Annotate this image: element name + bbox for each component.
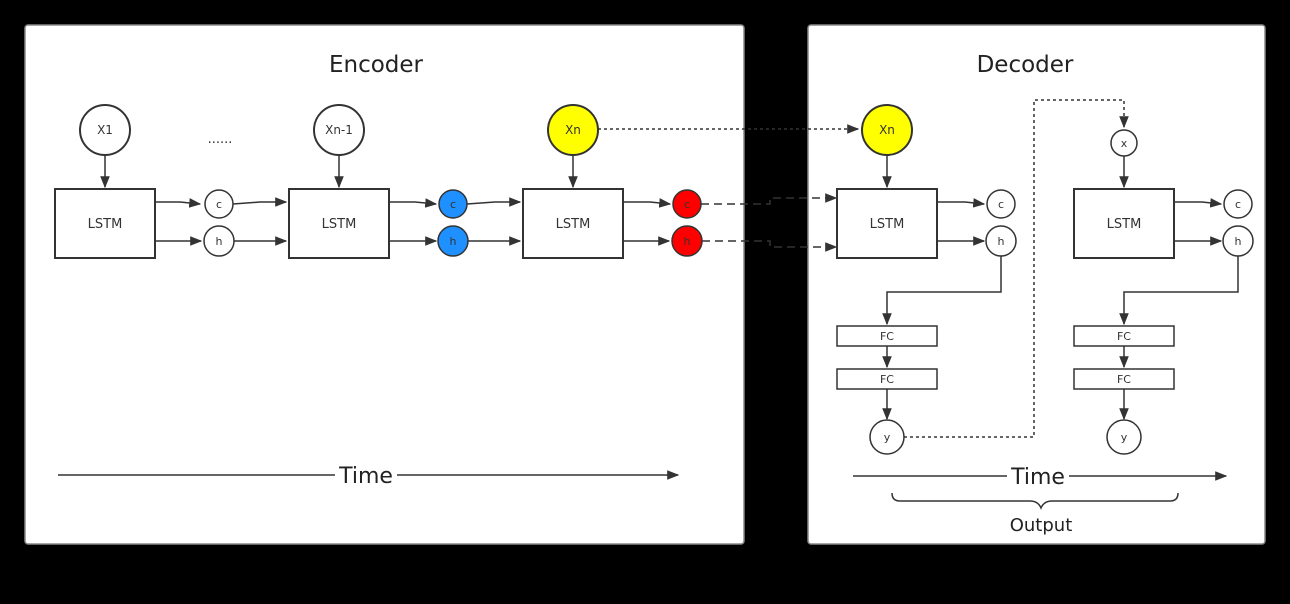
- svg-text:LSTM: LSTM: [556, 217, 591, 232]
- decoder-output-y-2: y: [1106, 419, 1142, 455]
- encoder-title: Encoder: [329, 52, 424, 78]
- svg-text:c: c: [216, 198, 222, 211]
- dotted-feedback-connector: [904, 99, 1129, 438]
- arrow: [623, 198, 672, 208]
- arrow: [232, 197, 288, 207]
- decoder-title: Decoder: [977, 52, 1074, 78]
- decoder-fc-3: FC: [1073, 325, 1175, 347]
- decoder-lstm-1: LSTM: [836, 188, 938, 259]
- decoder-panel: [807, 24, 1266, 545]
- arrow: [882, 256, 1002, 326]
- encoder-cell-state-2: c: [438, 189, 468, 219]
- dashed-connector-cell: [701, 193, 838, 205]
- svg-text:FC: FC: [880, 330, 894, 343]
- encoder-cell-state-1: c: [204, 189, 234, 219]
- decoder-fc-2: FC: [836, 368, 938, 390]
- encoder-time-label: Time: [338, 464, 393, 489]
- decoder-fc-4: FC: [1073, 368, 1175, 390]
- svg-text:Xn: Xn: [565, 123, 581, 137]
- svg-text:c: c: [450, 198, 456, 211]
- decoder-cell-state-2: c: [1223, 189, 1253, 219]
- svg-text:h: h: [684, 235, 691, 248]
- svg-text:Xn: Xn: [879, 123, 895, 137]
- decoder-fc-1: FC: [836, 325, 938, 347]
- arrow: [1174, 198, 1223, 208]
- output-brace: [891, 492, 1179, 510]
- arrow: [389, 198, 438, 208]
- encoder-input-x1: X1: [79, 104, 131, 156]
- ellipsis: ......: [208, 132, 233, 147]
- decoder-hidden-state-1: h: [985, 225, 1017, 257]
- svg-text:h: h: [216, 235, 223, 248]
- encoder-lstm-1: LSTM: [54, 188, 156, 259]
- decoder-lstm-2: LSTM: [1073, 188, 1175, 259]
- arrow: [466, 197, 522, 207]
- svg-text:c: c: [1235, 198, 1241, 211]
- decoder-cell-state-1: c: [986, 189, 1016, 219]
- encoder-hidden-state-1: h: [203, 225, 235, 257]
- svg-text:y: y: [1121, 431, 1128, 444]
- arrow: [155, 198, 202, 208]
- svg-text:Xn-1: Xn-1: [325, 123, 353, 137]
- encoder-hidden-state-final: h: [671, 225, 703, 257]
- arrow: [1119, 256, 1239, 326]
- output-label: Output: [1010, 515, 1073, 536]
- decoder-output-y-1: y: [869, 419, 905, 455]
- svg-text:LSTM: LSTM: [870, 217, 905, 232]
- encoder-lstm-3: LSTM: [522, 188, 624, 259]
- encoder-input-xn-1: Xn-1: [313, 104, 365, 156]
- svg-text:X1: X1: [97, 123, 113, 137]
- encoder-input-xn: Xn: [547, 104, 599, 156]
- svg-text:LSTM: LSTM: [1107, 217, 1142, 232]
- svg-text:c: c: [684, 198, 690, 211]
- encoder-hidden-state-2: h: [437, 225, 469, 257]
- encoder-cell-state-final: c: [672, 189, 702, 219]
- svg-text:c: c: [998, 198, 1004, 211]
- decoder-hidden-state-2: h: [1222, 225, 1254, 257]
- svg-text:LSTM: LSTM: [88, 217, 123, 232]
- arrow: [937, 198, 986, 208]
- svg-text:FC: FC: [1117, 373, 1131, 386]
- decoder-time-label: Time: [1010, 465, 1065, 490]
- svg-text:x: x: [1121, 137, 1128, 150]
- svg-text:h: h: [450, 235, 457, 248]
- dashed-connector-hidden: [702, 240, 838, 252]
- svg-text:LSTM: LSTM: [322, 217, 357, 232]
- svg-text:FC: FC: [880, 373, 894, 386]
- svg-text:y: y: [884, 431, 891, 444]
- svg-text:h: h: [998, 235, 1005, 248]
- decoder-input-xn: Xn: [861, 104, 913, 156]
- encoder-lstm-2: LSTM: [288, 188, 390, 259]
- svg-text:FC: FC: [1117, 330, 1131, 343]
- encoder-panel: [24, 24, 745, 545]
- decoder-next-input-x: x: [1110, 129, 1138, 157]
- svg-text:h: h: [1235, 235, 1242, 248]
